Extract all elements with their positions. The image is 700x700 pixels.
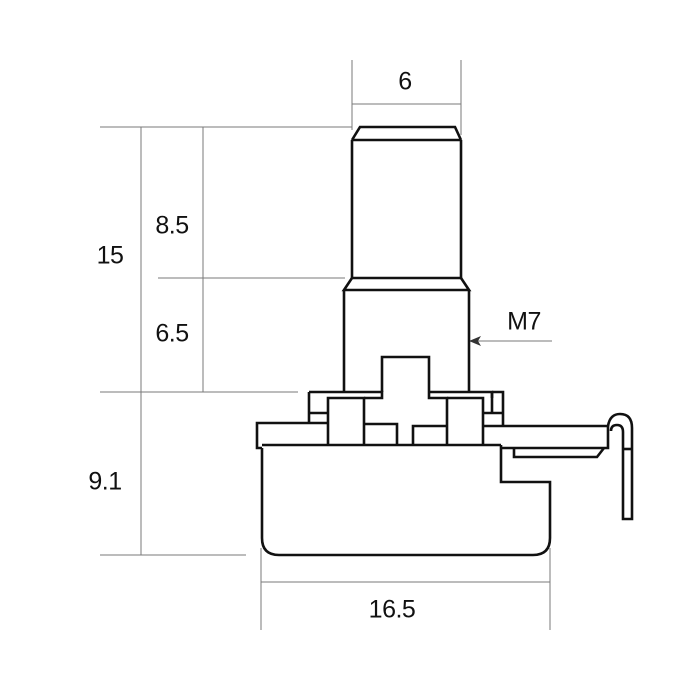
- thread-size-label: M7: [507, 307, 541, 336]
- bushing-top-chamfer: [341, 277, 472, 292]
- shaft-top-chamfer: [350, 125, 463, 141]
- total-shaft-height-label: 15: [96, 241, 124, 270]
- inner-block-right: [411, 424, 447, 445]
- part-outline: [255, 125, 634, 557]
- left-post: [326, 396, 366, 445]
- terminal-pin: [606, 412, 634, 521]
- bushing-length-label: 6.5: [155, 319, 189, 348]
- shaft-length-label: 8.5: [155, 211, 189, 240]
- body-width-label: 16.5: [368, 595, 416, 624]
- center-key-tab: [380, 355, 431, 392]
- terminal-lower-lip: [512, 447, 606, 459]
- dimension-lines: [100, 60, 552, 630]
- left-tab: [255, 421, 328, 450]
- inner-block-left: [364, 422, 399, 445]
- right-post-left: [427, 392, 449, 445]
- terminal-plate: [483, 424, 610, 450]
- shaft-diameter-label: 6: [398, 67, 412, 96]
- flange-left-top: [309, 390, 384, 400]
- right-post: [447, 396, 485, 445]
- leader-arrow-icon: [469, 336, 481, 346]
- body-outline: [260, 445, 552, 557]
- body-height-label: 9.1: [88, 467, 122, 496]
- flange-right-outer: [492, 390, 505, 426]
